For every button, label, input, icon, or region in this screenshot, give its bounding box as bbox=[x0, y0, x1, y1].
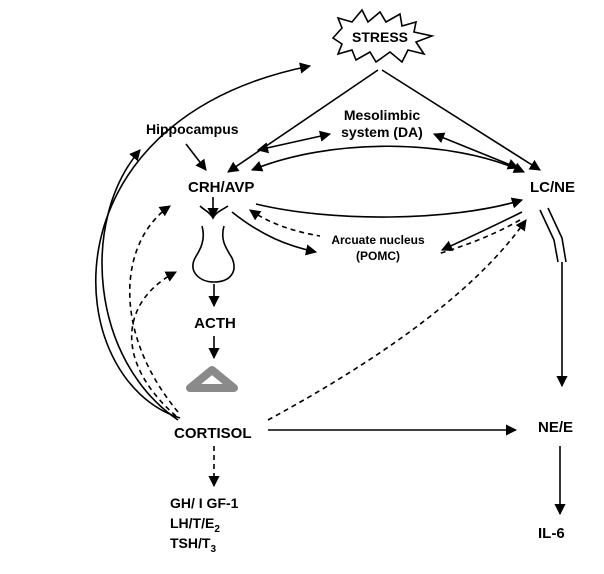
mesolimbic-label-line2: system (DA) bbox=[341, 124, 423, 140]
adrenal-gland-shape bbox=[186, 366, 238, 392]
arrow-arcuate-crh-dashed bbox=[249, 209, 321, 237]
lc-ne-label: LC/NE bbox=[530, 179, 575, 196]
ne-e-label: NE/E bbox=[538, 419, 573, 436]
crh-avp-label: CRH/AVP bbox=[188, 179, 254, 196]
arrow-stress-crh bbox=[227, 69, 379, 173]
stress-burst-shape bbox=[331, 8, 435, 64]
arrow-crh-mesolimbic bbox=[256, 130, 332, 154]
arcuate-label-line1: Arcuate nucleus bbox=[331, 233, 425, 247]
arrow-crh-arcuate bbox=[231, 211, 318, 256]
hippocampus-label: Hippocampus bbox=[146, 121, 239, 137]
arcuate-label-line2: (POMC) bbox=[356, 249, 400, 263]
crh-split-lines bbox=[199, 205, 229, 220]
arrow-hippocampus-crh bbox=[185, 143, 207, 171]
sympathetic-line-1 bbox=[539, 209, 559, 263]
stress-label: STRESS bbox=[352, 29, 408, 45]
arrow-crh-lc-bottom bbox=[255, 197, 524, 218]
arrow-arcuate-lc-dashed bbox=[437, 219, 521, 255]
cortisol-label: CORTISOL bbox=[174, 425, 252, 442]
gh-igf1-label: GH/ I GF-1 bbox=[170, 495, 239, 511]
arrow-crh-lc-top bbox=[250, 145, 526, 173]
il6-label: IL-6 bbox=[538, 525, 565, 542]
pituitary-shape bbox=[192, 225, 235, 283]
arrow-cortisol-hippocampus bbox=[101, 149, 179, 421]
mesolimbic-label-line1: Mesolimbic bbox=[344, 107, 420, 123]
tsh-t3-label: TSH/T3 bbox=[170, 535, 216, 555]
arrow-cortisol-lc-dashed bbox=[267, 219, 527, 421]
acth-label: ACTH bbox=[194, 315, 236, 332]
lh-t-e2-label: LH/T/E2 bbox=[170, 515, 220, 535]
arrow-cortisol-stress bbox=[94, 62, 312, 419]
arrow-cortisol-pituitary-dashed bbox=[130, 271, 177, 417]
arrow-cortisol-crh-dashed bbox=[129, 205, 179, 413]
sympathetic-line-2 bbox=[547, 207, 567, 263]
arrow-lc-arcuate bbox=[440, 211, 523, 251]
